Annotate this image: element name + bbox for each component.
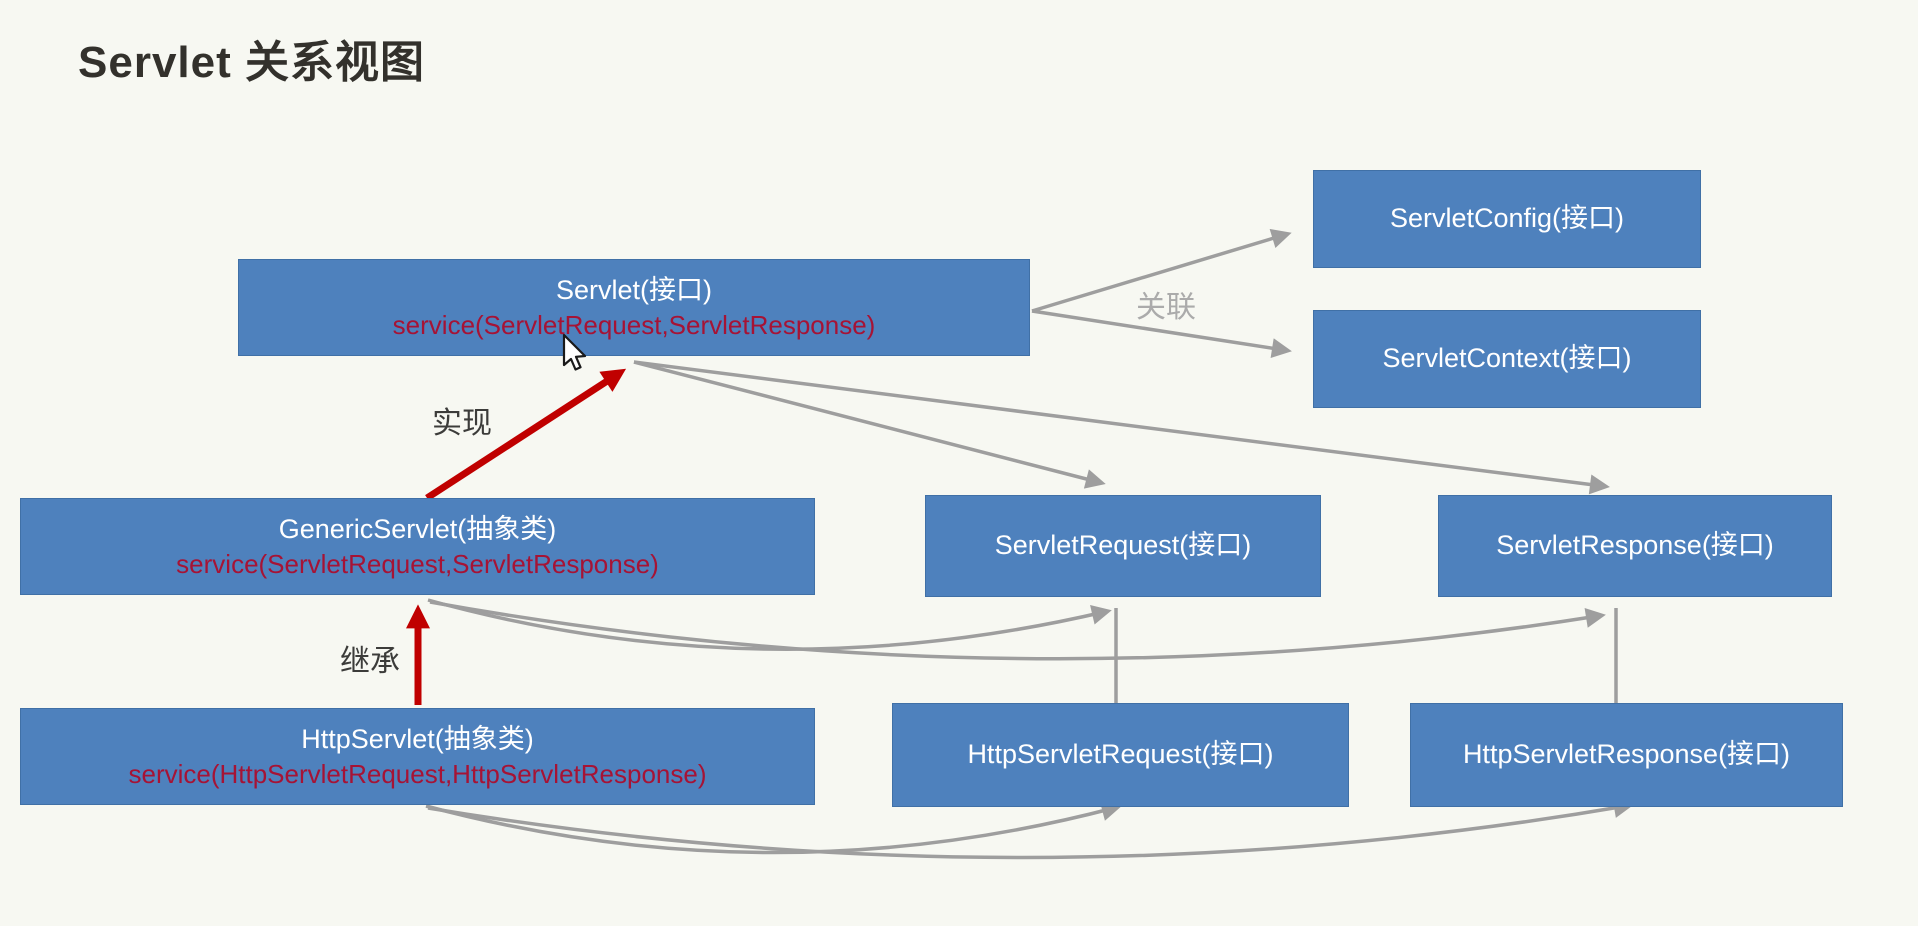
node-servletcontext-title: ServletContext(接口): [1382, 343, 1632, 374]
node-httpservlet: HttpServlet(抽象类) service(HttpServletRequ…: [20, 708, 815, 805]
node-genericservlet-method: service(ServletRequest,ServletResponse): [176, 549, 659, 580]
label-association: 关联: [1136, 291, 1196, 324]
page-title: Servlet 关系视图: [78, 38, 425, 87]
node-genericservlet-title: GenericServlet(抽象类): [278, 514, 557, 545]
mouse-cursor-icon: [562, 334, 587, 371]
node-httpservletrequest: HttpServletRequest(接口): [892, 703, 1349, 807]
node-servletconfig-title: ServletConfig(接口): [1389, 203, 1625, 234]
node-httpservletresponse: HttpServletResponse(接口): [1410, 703, 1843, 807]
edge-httpservlet-to-httpservletrequest: [425, 801, 1122, 855]
edge-httpservlet-to-httpservletresponse: [427, 798, 1634, 860]
node-httpservlet-title: HttpServlet(抽象类): [301, 724, 534, 755]
node-servletresponse-title: ServletResponse(接口): [1496, 530, 1774, 561]
label-implements: 实现: [432, 407, 492, 440]
node-servletcontext: ServletContext(接口): [1313, 310, 1701, 408]
node-genericservlet: GenericServlet(抽象类) service(ServletReque…: [20, 498, 815, 595]
node-servlet-method: service(ServletRequest,ServletResponse): [392, 310, 876, 341]
edge-genericservlet-to-servletresponse: [429, 600, 1606, 661]
node-servletconfig: ServletConfig(接口): [1313, 170, 1701, 268]
node-httpservletrequest-title: HttpServletRequest(接口): [967, 739, 1274, 770]
node-servletresponse: ServletResponse(接口): [1438, 495, 1832, 597]
node-servlet-title: Servlet(接口): [555, 275, 712, 306]
node-servletrequest: ServletRequest(接口): [925, 495, 1321, 597]
node-servlet: Servlet(接口) service(ServletRequest,Servl…: [238, 259, 1030, 356]
edge-genericservlet-to-servletrequest: [427, 598, 1112, 651]
node-httpservletresponse-title: HttpServletResponse(接口): [1462, 739, 1791, 770]
edge-servlet-to-servletrequest: [633, 360, 1106, 489]
node-httpservlet-method: service(HttpServletRequest,HttpServletRe…: [128, 759, 707, 790]
label-extends: 继承: [340, 645, 400, 678]
node-servletrequest-title: ServletRequest(接口): [994, 530, 1252, 561]
